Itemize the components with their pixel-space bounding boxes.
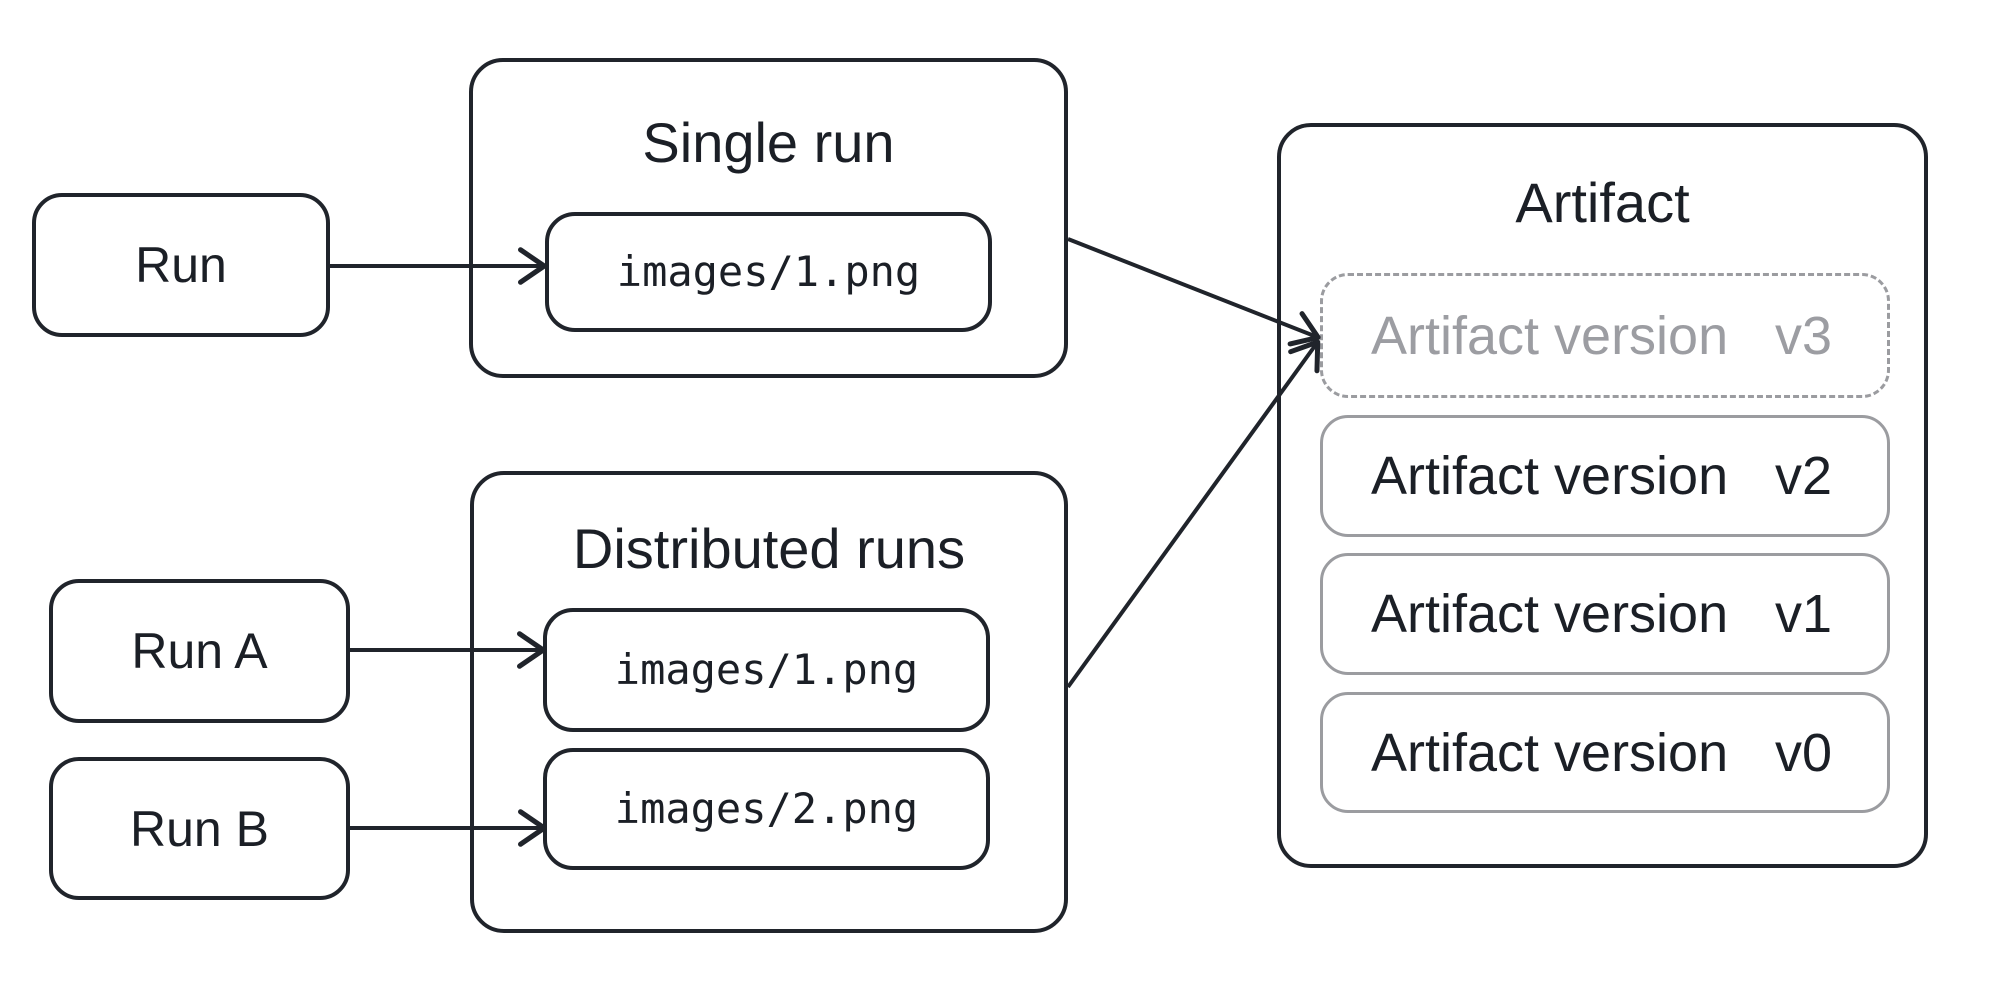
artifact-version-v0-tag: v0 xyxy=(1774,722,1832,783)
artifact-version-v1-tag: v1 xyxy=(1774,584,1832,644)
artifact-version-v2: Artifact version v2 xyxy=(1320,415,1890,537)
group-single-run: Single run images/1.png xyxy=(469,58,1068,378)
artifact-version-v0: Artifact version v0 xyxy=(1320,692,1890,813)
artifact-version-v3: Artifact version v3 xyxy=(1320,273,1890,398)
node-run-b: Run B xyxy=(49,757,350,900)
group-artifact: Artifact Artifact version v3 Artifact ve… xyxy=(1277,123,1928,868)
file-name-distributed-images-2: images/2.png xyxy=(614,784,919,833)
artifact-version-v1: Artifact version v1 xyxy=(1320,553,1890,675)
artifact-version-v3-label: Artifact version xyxy=(1371,305,1729,366)
artifact-version-v1-label: Artifact version xyxy=(1371,584,1729,644)
file-box-single-images-1: images/1.png xyxy=(545,212,992,332)
group-distributed-runs-title: Distributed runs xyxy=(572,517,966,580)
file-box-distributed-images-1: images/1.png xyxy=(543,608,990,732)
node-run-a: Run A xyxy=(49,579,350,723)
node-run: Run xyxy=(32,193,330,337)
artifact-version-v0-label: Artifact version xyxy=(1371,722,1729,783)
group-distributed-runs: Distributed runs images/1.png images/2.p… xyxy=(470,471,1068,933)
file-name-distributed-images-1: images/1.png xyxy=(614,645,919,694)
file-name-single-images-1: images/1.png xyxy=(616,247,921,296)
group-artifact-title: Artifact xyxy=(1515,171,1690,234)
node-run-a-label: Run A xyxy=(131,623,268,679)
artifact-version-v3-tag: v3 xyxy=(1774,305,1832,366)
group-single-run-title: Single run xyxy=(642,111,895,174)
file-box-distributed-images-2: images/2.png xyxy=(543,748,990,870)
node-run-label: Run xyxy=(135,237,227,293)
node-run-b-label: Run B xyxy=(130,800,269,857)
artifact-version-v2-tag: v2 xyxy=(1774,446,1832,506)
artifact-version-v2-label: Artifact version xyxy=(1371,446,1729,506)
